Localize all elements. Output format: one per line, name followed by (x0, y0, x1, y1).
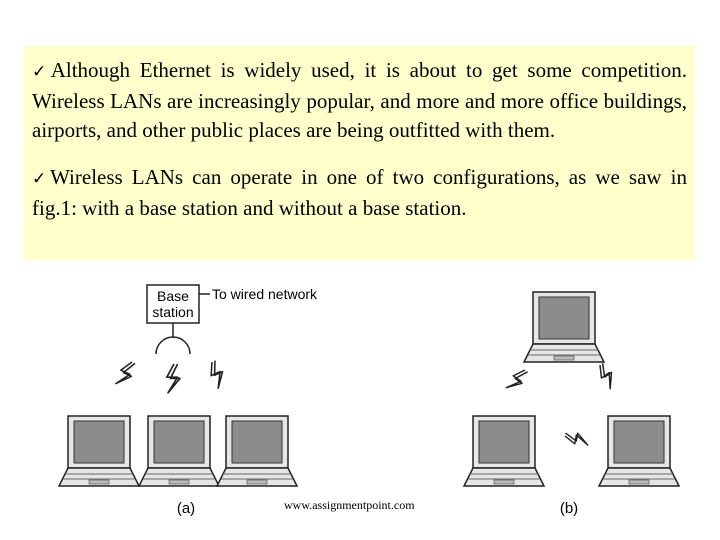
wireless-signal-icon (165, 363, 181, 394)
laptop-icon (216, 415, 298, 487)
paragraph-2: ✓Wireless LANs can operate in one of two… (32, 163, 687, 223)
wireless-signal-icon (504, 365, 531, 395)
caption-b: (b) (560, 500, 578, 517)
base-station-label-line2: station (152, 304, 193, 320)
laptop-icon (463, 415, 545, 487)
wireless-lan-figure: Base station To wired network (a) (b) (58, 284, 680, 517)
laptop-icon (138, 415, 220, 487)
config-b: (b) (463, 291, 680, 517)
footer-url: www.assignmentpoint.com (284, 498, 415, 512)
caption-a: (a) (177, 500, 195, 517)
check-mark-icon: ✓ (32, 169, 51, 189)
base-station-label-line1: Base (157, 288, 189, 304)
check-mark-icon: ✓ (32, 62, 51, 82)
paragraph-2-text: Wireless LANs can operate in one of two … (32, 165, 687, 220)
wireless-signal-icon (594, 361, 620, 390)
laptop-icon (523, 291, 605, 363)
laptop-icon (598, 415, 680, 487)
paragraph-1-text: Although Ethernet is widely used, it is … (32, 58, 687, 142)
wireless-signal-icon (563, 430, 591, 447)
text-box: ✓Although Ethernet is widely used, it is… (24, 46, 695, 260)
laptop-icon (58, 415, 140, 487)
config-a: Base station To wired network (a) (58, 284, 318, 517)
wireless-signal-icon (205, 358, 229, 390)
base-station-box (146, 284, 200, 324)
wired-network-label: To wired network (212, 286, 318, 302)
antenna-icon (155, 336, 191, 355)
paragraph-1: ✓Although Ethernet is widely used, it is… (32, 56, 687, 145)
wireless-signal-icon (114, 358, 138, 390)
